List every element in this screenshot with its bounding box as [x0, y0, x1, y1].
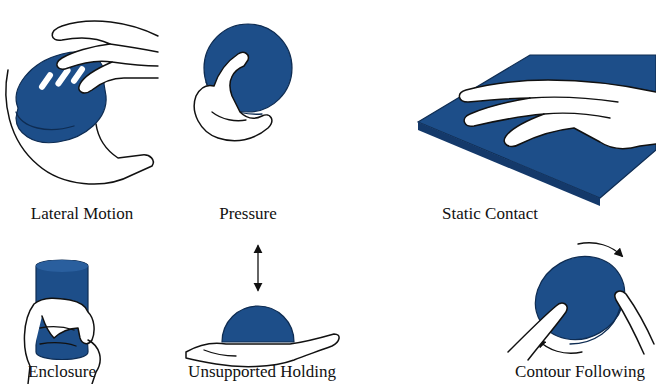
finger-crease [110, 44, 158, 66]
pressing-hand [194, 52, 272, 140]
caption-label: Unsupported Holding [188, 362, 336, 382]
caption-label: Lateral Motion [31, 204, 133, 224]
finger-crease [212, 112, 246, 121]
caption-label: Static Contact [442, 204, 538, 224]
palm-crease [204, 350, 236, 356]
pressure-illustration [194, 24, 292, 141]
lateral-motion-illustration [6, 21, 158, 184]
resting-hand [459, 80, 656, 149]
dome-object [222, 306, 294, 342]
enclosure-illustration [24, 260, 100, 384]
tracing-finger [615, 291, 654, 354]
cylinder-top [36, 260, 88, 272]
unsupported-holding-illustration [186, 246, 339, 367]
open-palm [186, 334, 339, 367]
puck-edge [16, 112, 74, 130]
caption-label: Contour Following [515, 362, 645, 382]
gripping-hand [24, 298, 100, 384]
rotation-arrow [538, 340, 582, 353]
caption-label: Pressure [219, 204, 277, 224]
rotation-arrow [578, 243, 622, 256]
puck-slot [38, 71, 54, 91]
contour-following-illustration [508, 240, 654, 360]
static-contact-illustration [418, 55, 656, 206]
stroking-hand [52, 21, 158, 93]
disc-edge [570, 308, 620, 344]
lift-arrow [257, 246, 258, 290]
caption-label: Enclosure [28, 362, 96, 382]
finger-crease [530, 97, 618, 118]
tracing-finger [508, 303, 567, 360]
finger-crease [40, 327, 76, 346]
